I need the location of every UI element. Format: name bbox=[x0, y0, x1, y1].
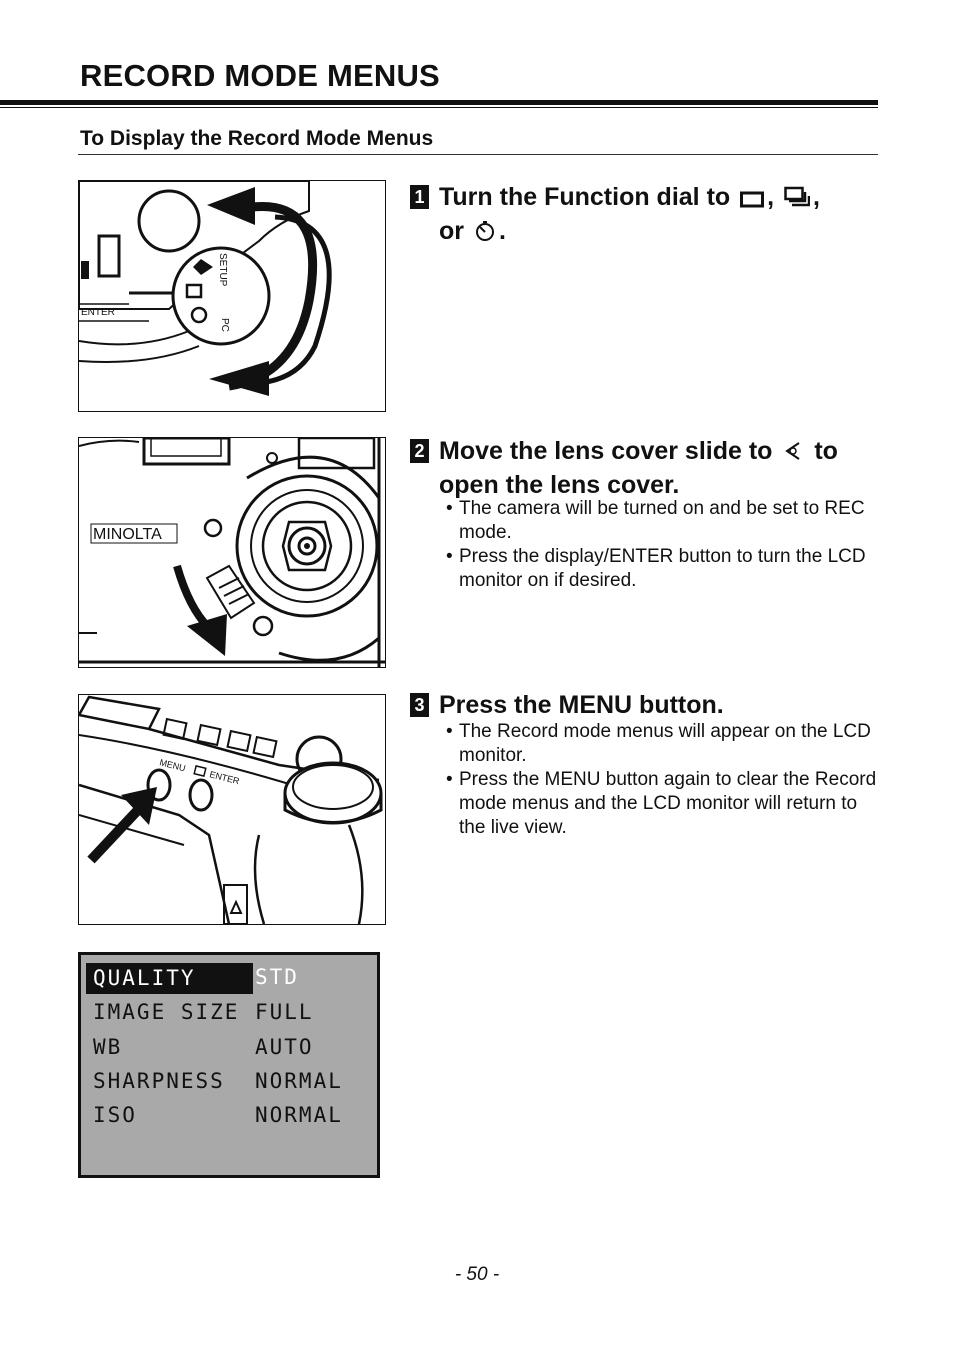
continuous-advance-icon bbox=[784, 185, 811, 216]
self-timer-icon bbox=[474, 219, 496, 250]
section-heading: To Display the Record Mode Menus bbox=[80, 127, 434, 150]
step-number: 3 bbox=[410, 693, 429, 717]
enter-label: ENTER bbox=[81, 307, 115, 318]
brand-label: MINOLTA bbox=[93, 526, 162, 543]
list-item: Press the display/ENTER button to turn t… bbox=[446, 545, 886, 593]
list-item: The camera will be turned on and be set … bbox=[446, 497, 886, 545]
list-item: The Record mode menus will appear on the… bbox=[446, 720, 886, 768]
page-title: RECORD MODE MENUS bbox=[80, 58, 440, 93]
menu-button-illustration: MENU ENTER bbox=[78, 694, 386, 925]
lens-cover-illustration: MINOLTA bbox=[78, 437, 386, 668]
lens-open-icon bbox=[782, 439, 804, 470]
lcd-menu-row: SHARPNESS NORMAL bbox=[93, 1069, 343, 1093]
step-3-bullets: The Record mode menus will appear on the… bbox=[446, 720, 886, 840]
page-number: - 50 - bbox=[454, 1264, 500, 1285]
list-item: Press the MENU button again to clear the… bbox=[446, 768, 886, 840]
title-rule bbox=[0, 100, 878, 105]
step-number: 1 bbox=[410, 185, 429, 209]
lcd-menu-row: WB AUTO bbox=[93, 1035, 314, 1059]
lcd-menu-row: QUALITY STD bbox=[81, 963, 377, 995]
title-rule-thin bbox=[0, 107, 878, 108]
function-dial-illustration: SETUP PC ENTER bbox=[78, 180, 386, 412]
pc-label: PC bbox=[219, 318, 230, 332]
lcd-menu-row: ISO NORMAL bbox=[93, 1103, 343, 1127]
step-number: 2 bbox=[410, 439, 429, 463]
lcd-menu-screen: QUALITY STD IMAGE SIZE FULL WB AUTO SHAR… bbox=[78, 952, 380, 1178]
single-frame-icon bbox=[740, 185, 765, 216]
setup-label: SETUP bbox=[217, 253, 228, 287]
section-rule bbox=[78, 154, 878, 155]
enter-label: ENTER bbox=[209, 769, 242, 786]
lcd-menu-row: IMAGE SIZE FULL bbox=[93, 1000, 314, 1024]
step-2-bullets: The camera will be turned on and be set … bbox=[446, 497, 886, 593]
